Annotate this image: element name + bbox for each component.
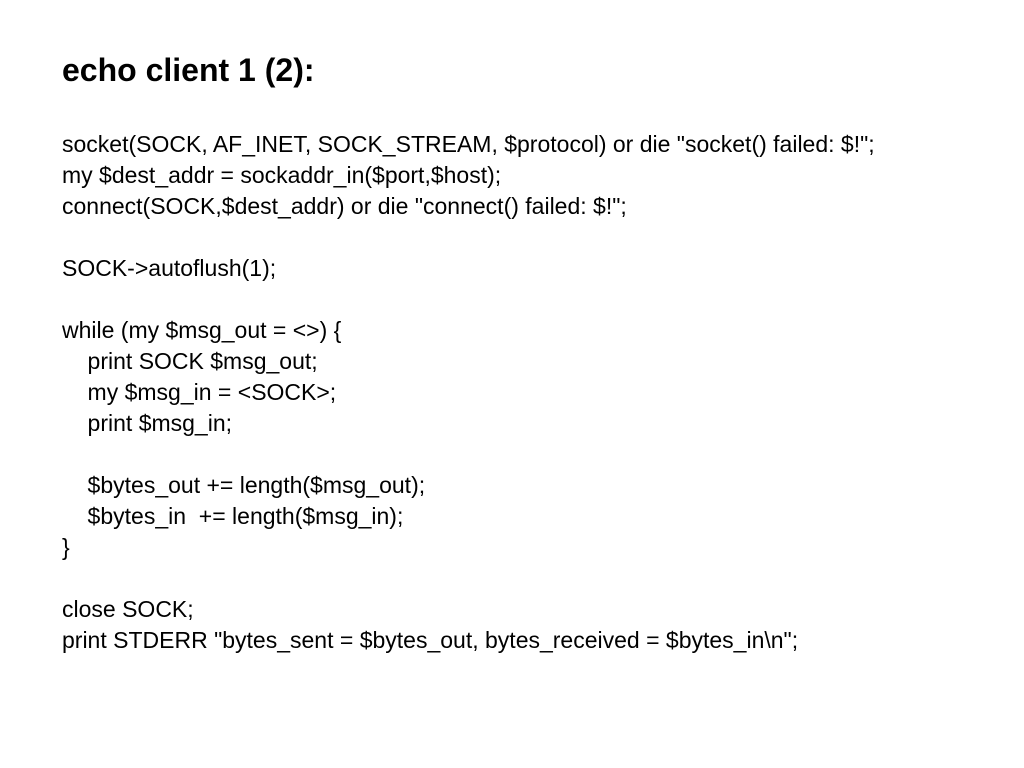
code-line-blank (62, 439, 1002, 470)
code-line: print $msg_in; (62, 410, 233, 436)
code-line: my $dest_addr = sockaddr_in($port,$host)… (62, 162, 502, 188)
code-line: socket(SOCK, AF_INET, SOCK_STREAM, $prot… (62, 131, 875, 157)
code-line: while (my $msg_out = <>) { (62, 317, 342, 343)
code-line-blank (62, 563, 1002, 594)
code-line: print SOCK $msg_out; (62, 348, 318, 374)
code-line: SOCK->autoflush(1); (62, 255, 277, 281)
code-line-blank (62, 222, 1002, 253)
code-line: $bytes_in += length($msg_in); (62, 503, 404, 529)
slide-title: echo client 1 (2): (62, 52, 315, 88)
code-line: close SOCK; (62, 596, 194, 622)
code-line: connect(SOCK,$dest_addr) or die "connect… (62, 193, 627, 219)
code-block: socket(SOCK, AF_INET, SOCK_STREAM, $prot… (62, 129, 1002, 656)
code-line: } (62, 534, 70, 560)
code-line: print STDERR "bytes_sent = $bytes_out, b… (62, 627, 799, 653)
code-line: my $msg_in = <SOCK>; (62, 379, 337, 405)
code-line: $bytes_out += length($msg_out); (62, 472, 426, 498)
code-line-blank (62, 284, 1002, 315)
